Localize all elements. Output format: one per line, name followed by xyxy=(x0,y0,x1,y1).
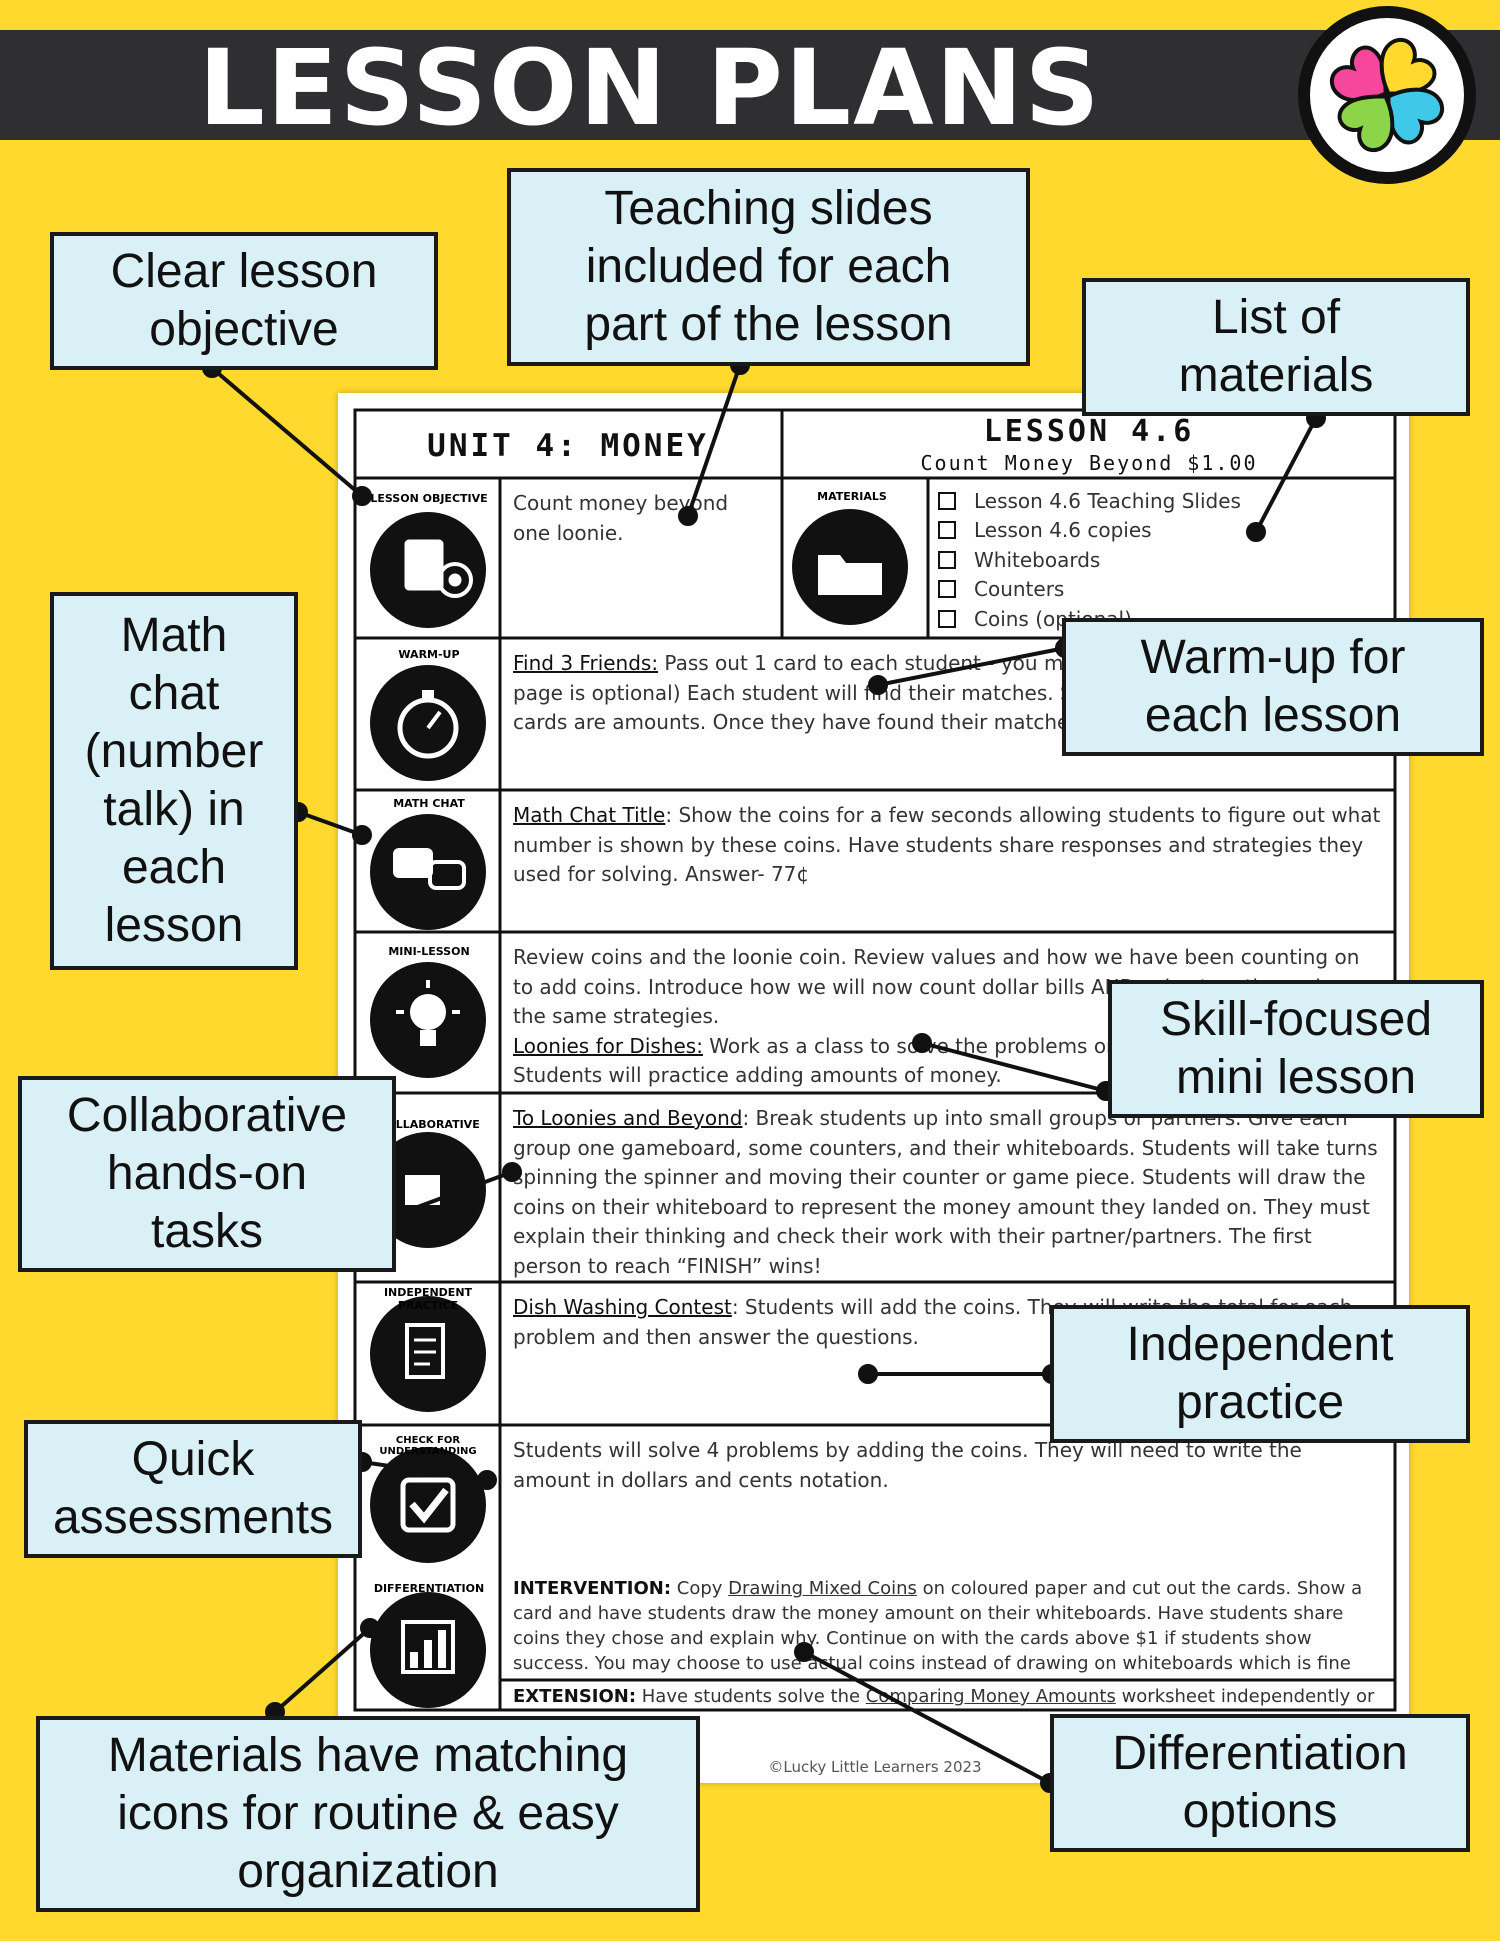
callout-assessments: Quick assessments xyxy=(24,1420,362,1558)
materials-icon-label: MATERIALS xyxy=(817,490,887,503)
callout-icons: Materials have matching icons for routin… xyxy=(36,1716,700,1912)
warmup-icon-label: WARM-UP xyxy=(398,648,460,661)
materials-list-item: Whiteboards xyxy=(938,545,1393,575)
checkbox-icon xyxy=(938,580,956,599)
extension-text: EXTENSION: Have students solve the Compa… xyxy=(513,1686,1375,1707)
mathchat-text: Math Chat Title: Show the coins for a fe… xyxy=(513,803,1381,886)
materials-list-item: Lesson 4.6 Teaching Slides xyxy=(938,486,1393,516)
independent-icon-label: INDEPENDENT PRACTICE xyxy=(383,1286,473,1312)
intervention-text: INTERVENTION: Copy Drawing Mixed Coins o… xyxy=(513,1578,1363,1680)
callout-collaborative: Collaborative hands-on tasks xyxy=(18,1076,396,1272)
checkbox-icon xyxy=(938,491,956,510)
check-text: Students will solve 4 problems by adding… xyxy=(513,1438,1302,1492)
title-banner xyxy=(0,30,1500,140)
materials-list-item: Lesson 4.6 copies xyxy=(938,516,1393,546)
copyright-footer: ©Lucky Little Learners 2023 xyxy=(768,1758,982,1776)
mathchat-icon-label: MATH CHAT xyxy=(393,797,465,810)
materials-list-item: Counters xyxy=(938,575,1393,605)
callout-objective: Clear lesson objective xyxy=(50,232,438,370)
collaborative-icon-label: COLLABORATIVE xyxy=(378,1118,480,1131)
independent-text: Dish Washing Contest: Students will add … xyxy=(513,1295,1353,1349)
callout-warmup: Warm-up for each lesson xyxy=(1062,618,1484,756)
callout-materials: List of materials xyxy=(1082,278,1470,416)
lesson-title: LESSON 4.6 xyxy=(983,414,1195,449)
callout-mini-lesson: Skill-focused mini lesson xyxy=(1108,980,1484,1118)
callout-differentiation: Differentiation options xyxy=(1050,1714,1470,1852)
page-title: LESSON PLANS xyxy=(198,27,1102,149)
objective-icon-label: LESSON OBJECTIVE xyxy=(370,492,488,505)
callout-teaching-slides: Teaching slides included for each part o… xyxy=(507,168,1030,366)
checkbox-icon xyxy=(938,550,956,569)
differentiation-icon-label: DIFFERENTIATION xyxy=(373,1582,485,1595)
checkbox-icon xyxy=(938,521,956,540)
minilesson-icon-label: MINI-LESSON xyxy=(388,945,470,958)
heart-clover-logo-icon xyxy=(1329,37,1445,153)
stopwatch-icon xyxy=(370,665,486,781)
logo xyxy=(1298,6,1476,184)
unit-title: UNIT 4: MONEY xyxy=(427,428,709,464)
lesson-subtitle: Count Money Beyond $1.00 xyxy=(920,451,1258,475)
checkbox-icon xyxy=(938,609,956,628)
check-icon-label: CHECK FOR UNDERSTANDING xyxy=(379,1435,477,1457)
callout-independent: Independent practice xyxy=(1050,1305,1470,1443)
callout-math-chat: Math chat (number talk) in each lesson xyxy=(50,592,298,970)
